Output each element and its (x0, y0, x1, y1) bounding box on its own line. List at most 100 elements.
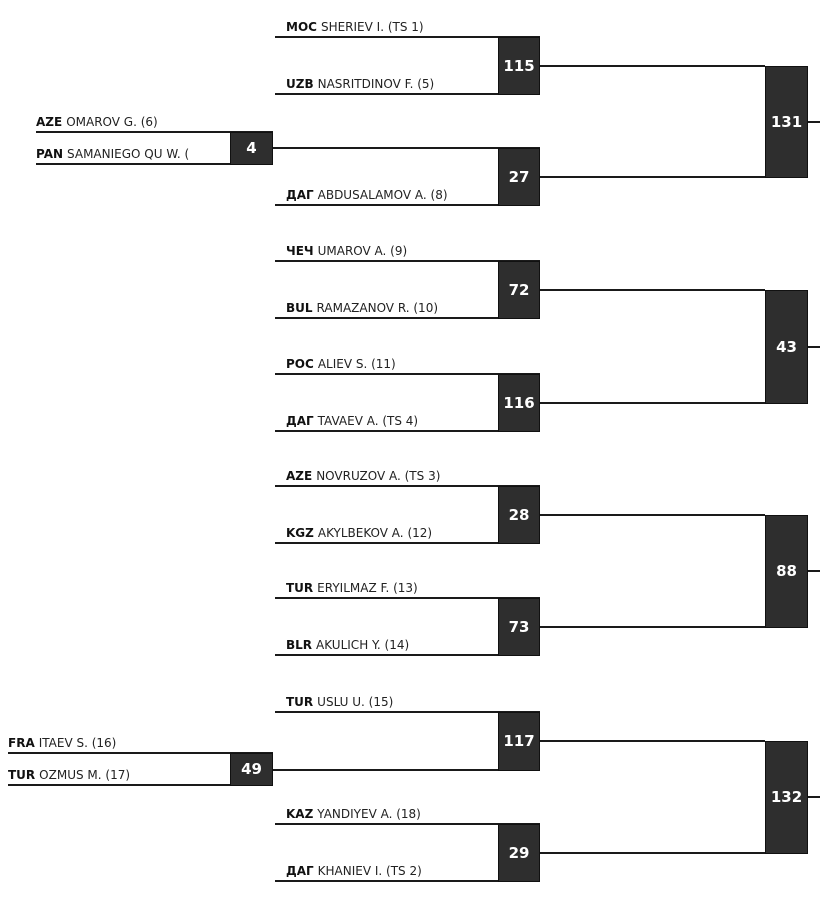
match-box[interactable] (765, 290, 808, 404)
bracket-line (275, 260, 540, 262)
match-box[interactable] (765, 66, 808, 178)
bracket-line (273, 769, 275, 771)
match-box[interactable] (498, 261, 540, 319)
bracket-line (275, 654, 540, 656)
bracket-line (275, 36, 540, 38)
match-box[interactable] (498, 824, 540, 882)
match-box[interactable] (765, 515, 808, 628)
match-box[interactable] (230, 753, 273, 786)
athlete-name: SAMANIEGO QU W. ( (67, 147, 190, 161)
bracket-line (36, 163, 273, 165)
country-code: МОС (286, 20, 317, 34)
bracket-line (275, 542, 540, 544)
bracket-line (275, 147, 540, 149)
bracket-line (540, 65, 765, 67)
match-box[interactable] (498, 374, 540, 432)
country-code: TUR (286, 695, 314, 709)
bracket-line (275, 823, 540, 825)
match-number: 72 (508, 281, 530, 299)
country-code: AZE (286, 469, 313, 483)
bracket-line (275, 880, 540, 882)
bracket-line (275, 711, 540, 713)
bracket-line (275, 597, 540, 599)
match-number: 131 (770, 113, 803, 131)
match-number: 28 (508, 506, 530, 524)
bracket-line (275, 373, 540, 375)
match-number: 4 (246, 139, 257, 157)
athlete-name: ERYILMAZ F. (13) (317, 581, 418, 595)
match-box[interactable] (498, 486, 540, 544)
country-code: KGZ (286, 526, 314, 540)
bracket-line (808, 796, 820, 798)
country-code: FRA (8, 736, 35, 750)
bracket-line (275, 769, 540, 771)
athlete-name: NASRITDINOV F. (5) (317, 77, 435, 91)
match-number: 27 (508, 168, 530, 186)
match-number: 132 (770, 788, 803, 806)
athlete-name: KHANIEV I. (TS 2) (317, 864, 422, 878)
bracket-line (36, 131, 273, 133)
athlete-name: OMAROV G. (6) (66, 115, 158, 129)
bracket-line (540, 176, 765, 178)
country-code: ДАГ (286, 864, 314, 878)
country-code: KAZ (286, 807, 314, 821)
match-number: 115 (503, 57, 535, 75)
bracket-line (275, 93, 540, 95)
bracket-line (275, 485, 540, 487)
bracket-line (540, 852, 765, 854)
match-box[interactable] (498, 598, 540, 656)
athlete-name: SHERIEV I. (TS 1) (320, 20, 424, 34)
country-code: PAN (36, 147, 64, 161)
match-box[interactable] (230, 132, 273, 165)
match-number: 43 (776, 338, 797, 356)
match-number: 117 (503, 732, 535, 750)
bracket-line (275, 430, 540, 432)
bracket-line (540, 740, 765, 742)
bracket-line (540, 514, 765, 516)
bracket-line (273, 147, 275, 149)
athlete-name: ALIEV S. (11) (317, 357, 396, 371)
athlete-name: AKULICH Y. (14) (316, 638, 410, 652)
country-code: ДАГ (286, 414, 314, 428)
match-number: 88 (776, 562, 797, 580)
athlete-name: TAVAEV A. (TS 4) (317, 414, 419, 428)
athlete-name: ABDUSALAMOV A. (8) (317, 188, 448, 202)
country-code: UZB (286, 77, 314, 91)
athlete-name: OZMUS M. (17) (39, 768, 131, 782)
country-code: BUL (286, 301, 313, 315)
match-box[interactable] (765, 741, 808, 854)
match-box[interactable] (498, 148, 540, 206)
athlete-name: AKYLBEKOV A. (12) (317, 526, 433, 540)
bracket-line (275, 204, 540, 206)
bracket-line (8, 752, 273, 754)
bracket-line (808, 570, 820, 572)
country-code: ДАГ (286, 188, 314, 202)
match-box[interactable] (498, 37, 540, 95)
athlete-name: UMAROV A. (9) (317, 244, 408, 258)
country-code: BLR (286, 638, 313, 652)
athlete-name: RAMAZANOV R. (10) (316, 301, 439, 315)
match-box[interactable] (498, 712, 540, 771)
bracket-line (540, 626, 765, 628)
country-code: ЧЕЧ (286, 244, 314, 258)
country-code: РОС (286, 357, 314, 371)
bracket-line (808, 121, 820, 123)
